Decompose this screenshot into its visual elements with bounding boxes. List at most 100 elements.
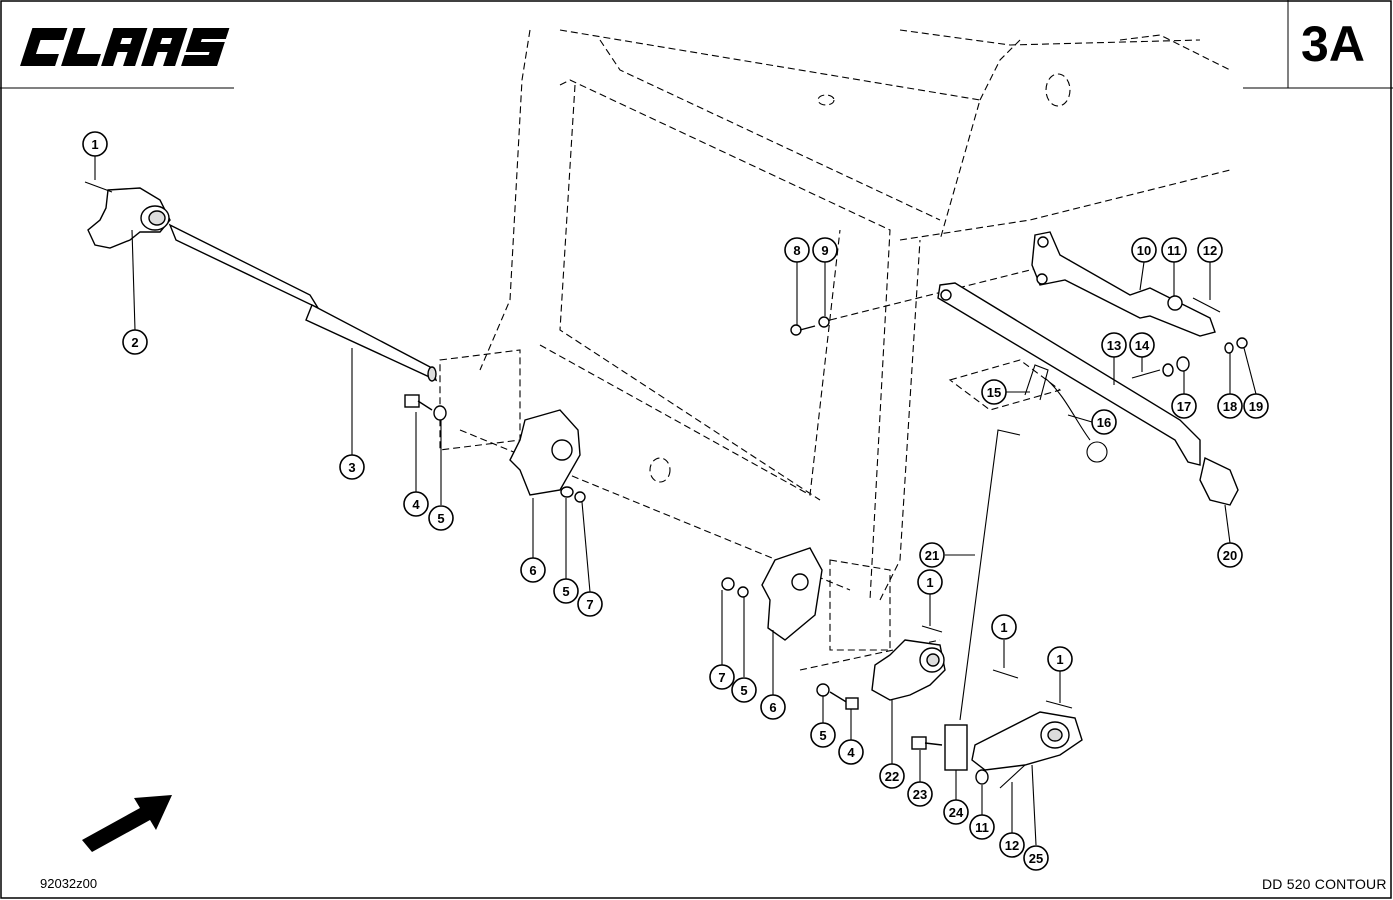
lever [971, 669, 1083, 789]
callout-number: 14 [1135, 338, 1150, 353]
callout-number: 4 [412, 497, 420, 512]
callout-bubble [709, 664, 735, 690]
callout-13: 13 [1101, 332, 1127, 358]
callout-24: 24 [943, 799, 969, 825]
callout-bubble [1217, 393, 1243, 419]
cam-plate-right [721, 547, 823, 641]
callout-bubble [82, 131, 108, 157]
callout-21: 21 [919, 542, 945, 568]
callout-leaders [94, 156, 1257, 846]
callout-bubble [1171, 393, 1197, 419]
screw-small [790, 316, 830, 336]
callout-number: 3 [348, 460, 355, 475]
callout-bubble [760, 694, 786, 720]
hook-bracket-left [84, 181, 171, 249]
callout-15: 15 [981, 379, 1007, 405]
callout-2: 2 [122, 329, 148, 355]
callout-number: 9 [821, 243, 828, 258]
model-name: DD 520 CONTOUR [1262, 876, 1387, 892]
callout-1: 1 [917, 569, 943, 595]
upper-arm [1031, 231, 1221, 337]
linch-pin [1024, 364, 1108, 463]
hook-bracket-right [871, 625, 946, 701]
callout-number: 2 [131, 335, 138, 350]
bolt-left [404, 394, 447, 421]
callout-number: 11 [975, 820, 989, 835]
callout-bubble [731, 677, 757, 703]
callout-number: 10 [1137, 243, 1151, 258]
callout-number: 5 [562, 584, 569, 599]
callout-5: 5 [810, 722, 836, 748]
callout-bubble [810, 722, 836, 748]
callout-23: 23 [907, 781, 933, 807]
callout-6: 6 [760, 694, 786, 720]
callout-bubble [879, 763, 905, 789]
drawing-number: 92032z00 [40, 876, 98, 891]
shaft-square [168, 223, 438, 382]
callout-number: 8 [793, 243, 800, 258]
callout-bubble [1129, 332, 1155, 358]
callout-number: 24 [949, 805, 964, 820]
callout-number: 19 [1249, 399, 1263, 414]
callout-number: 16 [1097, 415, 1111, 430]
callout-number: 12 [1203, 243, 1217, 258]
callout-12: 12 [999, 832, 1025, 858]
callout-number: 25 [1029, 851, 1043, 866]
page-code: 3A [1301, 16, 1365, 72]
callout-number: 5 [437, 511, 444, 526]
callout-6: 6 [520, 557, 546, 583]
callout-9: 9 [812, 237, 838, 263]
callout-bubble [991, 614, 1017, 640]
callout-bubble [1047, 646, 1073, 672]
callout-bubble [122, 329, 148, 355]
callout-number: 20 [1223, 548, 1237, 563]
callout-bubble [1243, 393, 1269, 419]
callout-number: 11 [1167, 243, 1181, 258]
callout-number: 22 [885, 769, 899, 784]
callout-number: 1 [926, 575, 933, 590]
callout-bubble [1131, 237, 1157, 263]
callout-number: 1 [1056, 652, 1063, 667]
callout-number: 5 [740, 683, 747, 698]
callout-bubble [838, 739, 864, 765]
callout-3: 3 [339, 454, 365, 480]
callout-8: 8 [784, 237, 810, 263]
callout-bubble [981, 379, 1007, 405]
callout-bubble [403, 491, 429, 517]
callout-14: 14 [1129, 332, 1155, 358]
callout-number: 6 [529, 563, 536, 578]
callout-16: 16 [1091, 409, 1117, 435]
callout-number: 15 [987, 385, 1001, 400]
callout-bubble [969, 814, 995, 840]
callout-bubble [1161, 237, 1187, 263]
callout-number: 6 [769, 700, 776, 715]
callout-bubble [1023, 845, 1049, 871]
callout-bubble [1101, 332, 1127, 358]
callout-4: 4 [838, 739, 864, 765]
callout-bubble [917, 569, 943, 595]
callout-number: 18 [1223, 399, 1237, 414]
callout-bubble [999, 832, 1025, 858]
callout-5: 5 [428, 505, 454, 531]
callout-5: 5 [731, 677, 757, 703]
callout-number: 1 [91, 137, 98, 152]
callout-bubble [812, 237, 838, 263]
callout-7: 7 [709, 664, 735, 690]
claas-logo [20, 28, 230, 66]
callout-12: 12 [1197, 237, 1223, 263]
callout-number: 13 [1107, 338, 1121, 353]
callout-22: 22 [879, 763, 905, 789]
callout-bubble [520, 557, 546, 583]
callout-bubble [943, 799, 969, 825]
callout-number: 23 [913, 787, 927, 802]
callout-number: 17 [1177, 399, 1191, 414]
callout-number: 5 [819, 728, 826, 743]
callout-bubble [784, 237, 810, 263]
callout-bubble [919, 542, 945, 568]
callout-bubble [577, 591, 603, 617]
callout-7: 7 [577, 591, 603, 617]
callout-number: 7 [586, 597, 593, 612]
callout-bubble [1091, 409, 1117, 435]
callout-number: 1 [1000, 620, 1007, 635]
